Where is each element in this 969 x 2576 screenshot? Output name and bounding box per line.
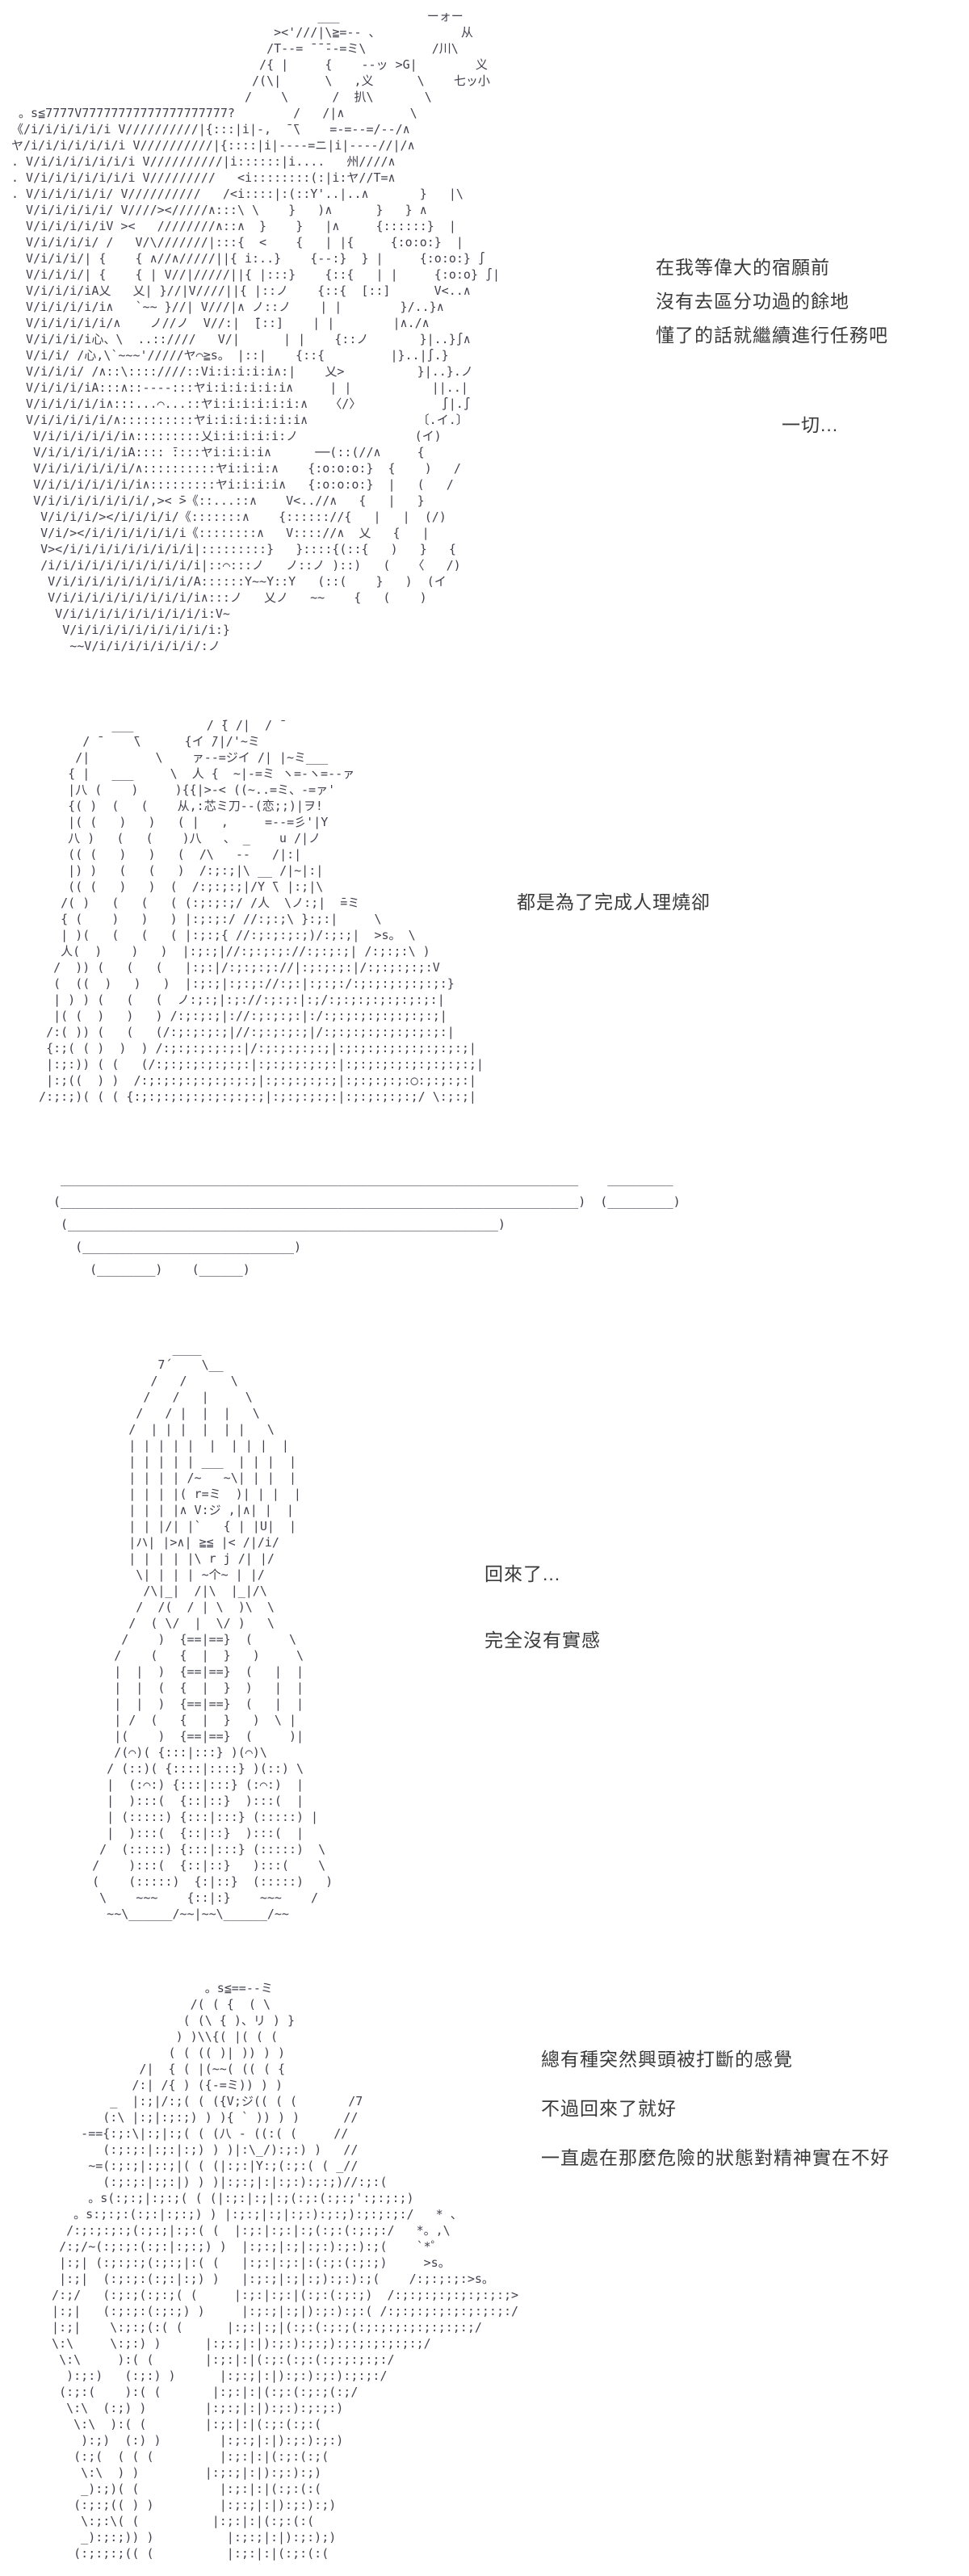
- ascii-art-scene-divider: ________________________________________…: [53, 1172, 681, 1277]
- dialogue-line: 總有種突然興頭被打斷的感覺: [541, 2049, 793, 2070]
- dialogue-line: 懂了的話就繼續進行任務吧: [656, 325, 888, 346]
- dialogue-block-2: 都是為了完成人理燒卻: [517, 885, 711, 919]
- ascii-art-panel-3: ____ 7´ \__ / / \ / / | \ / / | | | \ / …: [92, 1341, 333, 1921]
- dialogue-line: 都是為了完成人理燒卻: [517, 892, 711, 913]
- dialogue-line: 不過回來了就好: [541, 2098, 677, 2119]
- dialogue-block-1: 在我等偉大的宿願前 沒有去區分功過的餘地 懂了的話就繼續進行任務吧: [656, 250, 888, 352]
- dialogue-line: 一切...: [782, 414, 839, 435]
- ascii-art-panel-1: ___ ーォー ><'///|\≧=-- 、 从 /T--= ̄ ̄ ̄--=ミ…: [11, 9, 501, 653]
- dialogue-line: 在我等偉大的宿願前: [656, 257, 830, 278]
- dialogue-block-1-tail: 一切...: [782, 408, 838, 442]
- dialogue-line: 完全沒有實感: [484, 1630, 601, 1651]
- ascii-art-panel-2: ___ / ̄{ /| / ̄ / ̄ ̄\ {イ ̄/|/'~ミ /| \ ァ…: [39, 718, 484, 1104]
- ascii-art-panel-4: 。s≦==--ミ /( ( { ( \ ( (\ { )、リ ) } ) )\\…: [52, 1981, 519, 2561]
- dialogue-line: 一直處在那麼危險的狀態對精神實在不好: [541, 2147, 890, 2168]
- dialogue-line: 沒有去區分功過的餘地: [656, 291, 849, 312]
- dialogue-block-3: 回來了... 完全沒有實感: [484, 1541, 601, 1673]
- dialogue-line: 回來了...: [484, 1563, 561, 1584]
- dialogue-block-4: 總有種突然興頭被打斷的感覺 不過回來了就好 一直處在那麼危險的狀態對精神實在不好: [541, 2035, 890, 2183]
